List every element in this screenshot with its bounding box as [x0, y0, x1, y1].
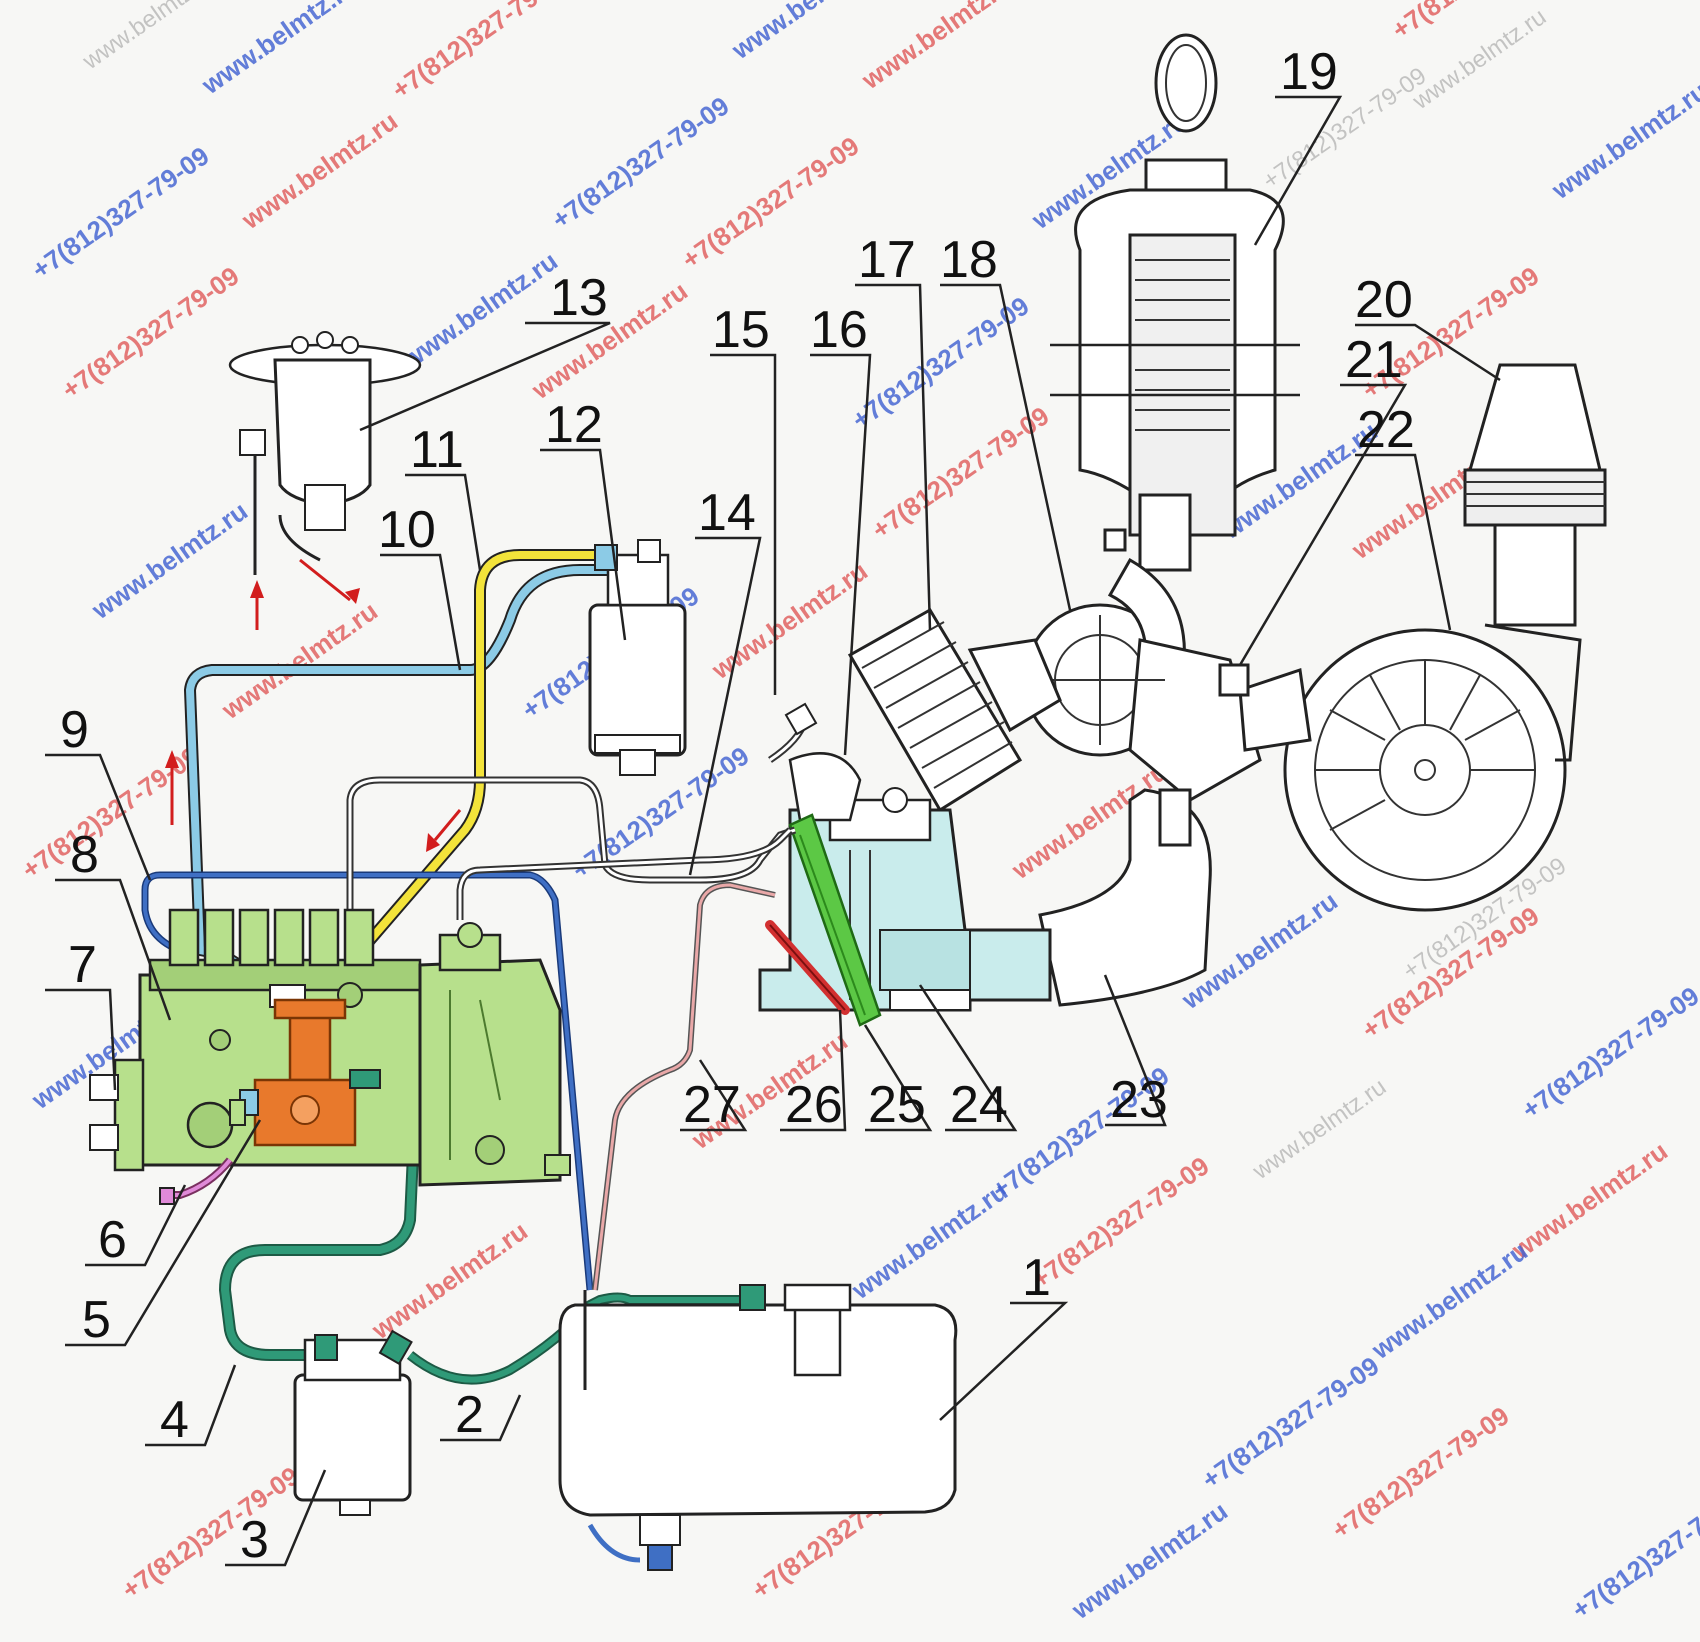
cylinder-head: [758, 752, 1052, 1012]
callout-2: 2: [455, 1386, 484, 1444]
callout-10: 10: [378, 501, 436, 559]
delivery-valves: [168, 908, 375, 967]
air-cleaner-vanes: [1315, 660, 1535, 831]
watermark-phone: +7(812)327-79-09: [1516, 981, 1700, 1125]
priming-pump: [253, 998, 357, 1147]
watermark-site: www.belmtz.ru: [1505, 1136, 1673, 1266]
callout-leaders: [45, 95, 1501, 1567]
flow-arrow-icon: [299, 558, 360, 604]
watermark-site: www.belmtz.ru: [705, 556, 873, 686]
watermark-site: www.belmtz.ru: [1545, 76, 1700, 206]
callout-25: 25: [868, 1076, 926, 1134]
callout-20: 20: [1355, 271, 1413, 329]
callout-26: 26: [785, 1076, 843, 1134]
watermark-site: www.belmtz.ru: [725, 0, 893, 65]
watermark-site: www.belmtz.ru: [395, 246, 563, 376]
watermark-phone: +7(812)327-79-09: [1326, 1401, 1514, 1545]
watermark-site: www.belmtz.ru: [845, 1176, 1013, 1306]
flow-arrows: [165, 558, 462, 852]
callout-18: 18: [940, 231, 998, 289]
callout-1: 1: [1022, 1249, 1051, 1307]
filter-element-hatching: [1135, 259, 1230, 431]
callout-3: 3: [240, 1511, 269, 1569]
watermark-site: www.belmtz.ru: [1065, 1496, 1233, 1626]
glow-plug: [765, 920, 850, 1015]
callout-19: 19: [1280, 43, 1338, 101]
filtered-fuel-line: [335, 549, 605, 979]
callout-24: 24: [950, 1076, 1008, 1134]
callout-14: 14: [698, 484, 756, 542]
watermark-phone: +7(812)327-79-09: [866, 401, 1054, 545]
callout-17: 17: [858, 231, 916, 289]
watermark-phone: +7(812)327-79-09: [1356, 901, 1544, 1045]
watermark-phone: +7(812)327-79-09: [386, 0, 574, 105]
fuel-injector: [788, 813, 882, 1027]
watermark-site: www.belmtz.ru: [235, 106, 403, 236]
watermark-site: www.belmtz.ru: [85, 496, 253, 626]
intercooler-core: [847, 607, 1062, 813]
callout-13: 13: [550, 269, 608, 327]
watermark-site: www.belmtz.ru: [195, 0, 363, 100]
watermark-site: www.belmtz.ru: [855, 0, 1023, 95]
fuel-tank: [558, 1283, 958, 1571]
callout-15: 15: [712, 301, 770, 359]
high-pressure-fuel-line: [346, 702, 818, 920]
injector-leakoff-line: [592, 881, 776, 1291]
watermark-phone: +7(812)327-79-09: [26, 141, 214, 285]
air-cleaner: [1218, 363, 1607, 912]
callout-22: 22: [1357, 401, 1415, 459]
callout-4: 4: [160, 1391, 189, 1449]
injection-pump: [89, 908, 571, 1205]
watermark-site: www.belmtz.ru: [215, 596, 383, 726]
water-separator-filter: [228, 331, 422, 575]
watermark-phone: +7(812)327-79-09: [116, 1461, 304, 1605]
flow-arrow-icon: [165, 750, 179, 825]
callout-numbers: 1 2 3 4 5 6 7 8 9 10 11 12 13 14 15 16 1…: [60, 43, 1415, 1569]
callout-5: 5: [82, 1291, 111, 1349]
callout-27: 27: [683, 1076, 741, 1134]
watermark-site: www.belmtz.ru: [365, 1216, 533, 1346]
watermark-phone: +7(812)327-79-09: [56, 261, 244, 405]
coarse-fuel-filter: [293, 1329, 413, 1516]
watermark-site: www.belmtz.ru: [1365, 1236, 1533, 1366]
watermark-site: www.belmtz.ru: [77, 0, 221, 75]
callout-9: 9: [60, 701, 89, 759]
callout-12: 12: [545, 396, 603, 454]
watermark-site: www.belmtz.ru: [1247, 1073, 1391, 1185]
callout-11: 11: [410, 421, 464, 479]
callout-6: 6: [98, 1211, 127, 1269]
watermark-phone: +7(812)327-79-09: [1566, 1481, 1700, 1625]
fine-fuel-filter: [588, 539, 687, 776]
callout-16: 16: [810, 301, 868, 359]
callout-23: 23: [1110, 1071, 1168, 1129]
flow-arrow-icon: [426, 809, 462, 852]
watermark-phone: +7(812)327-79-09: [1026, 1151, 1214, 1295]
callout-21: 21: [1345, 331, 1403, 389]
air-duct: [1038, 788, 1212, 1007]
watermark-phone: +7(812)327-79-09: [546, 91, 734, 235]
air-precleaner: [1050, 33, 1300, 572]
watermark-phone: +7(812)327-79-09: [1196, 1351, 1384, 1495]
watermark-phone: +7(812)327-79-09: [676, 131, 864, 275]
callout-7: 7: [68, 936, 97, 994]
flow-arrow-icon: [250, 580, 264, 630]
callout-8: 8: [70, 826, 99, 884]
